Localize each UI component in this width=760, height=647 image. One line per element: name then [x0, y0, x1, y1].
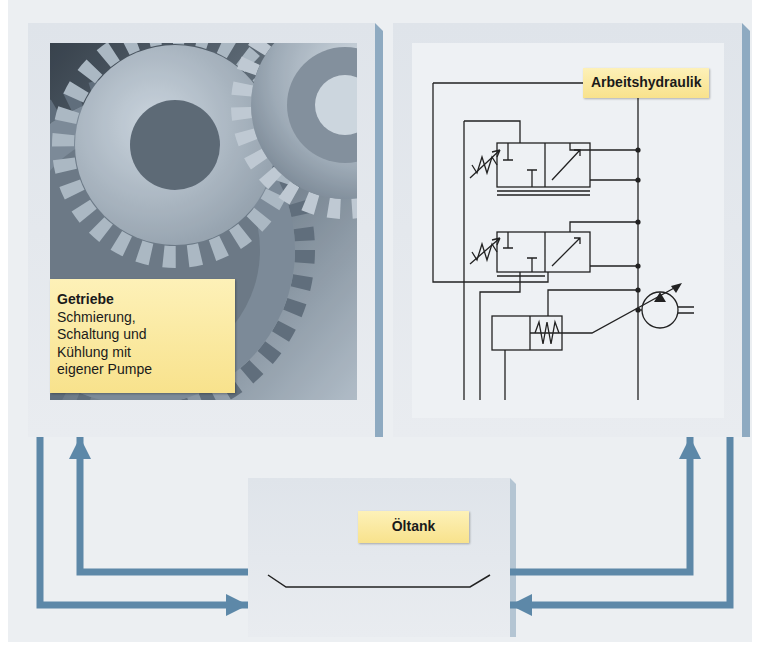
- panel: [28, 23, 375, 437]
- adjust-arrow: [470, 150, 500, 178]
- panel-edge: [742, 23, 750, 437]
- gear-photo: [50, 43, 357, 400]
- junction-dot: [635, 287, 640, 292]
- junction-dot: [635, 219, 640, 224]
- panel: [393, 23, 742, 437]
- component-title: Öltank: [392, 518, 436, 536]
- valve-line: [570, 143, 638, 180]
- component-title: Getriebe: [57, 291, 225, 309]
- pressure-line: [637, 98, 638, 400]
- pump-shaft: [678, 307, 694, 313]
- component-panel: Arbeitshydraulik: [393, 23, 742, 437]
- control-rod: [530, 287, 676, 333]
- label-tag: Öltank: [358, 511, 469, 543]
- tank-symbol: [268, 575, 490, 587]
- oil-flow-arrow: [510, 437, 690, 572]
- junction-dot: [635, 263, 640, 268]
- schematic-ground: [412, 43, 724, 418]
- cylinder-line: [505, 290, 638, 400]
- label-tag: GetriebeSchmierung, Schaltung und Kühlun…: [50, 279, 235, 393]
- junction-dot: [635, 147, 640, 152]
- valve-line: [480, 222, 638, 400]
- photo-tint: [50, 43, 357, 400]
- adjust-arrowhead: [671, 283, 682, 293]
- junction-dots: [635, 147, 640, 312]
- valve-symbol: [497, 143, 590, 187]
- valve-symbol: [497, 232, 590, 272]
- adjust-arrow: [470, 238, 500, 264]
- pilot-line: [433, 83, 583, 282]
- hydraulic-schematic: [433, 83, 694, 400]
- pump-symbol: [642, 292, 678, 328]
- page-ground: [8, 0, 752, 642]
- valve-detail: [503, 232, 580, 272]
- component-panel: GetriebeSchmierung, Schaltung und Kühlun…: [28, 23, 375, 437]
- valve-detent: [497, 191, 590, 195]
- tank-line: [464, 121, 520, 400]
- tank-box: [248, 478, 510, 637]
- component-description: Schmierung, Schaltung und Kühlung mit ei…: [57, 309, 179, 379]
- valve-detent: [497, 275, 545, 276]
- photo-ground: [50, 43, 357, 400]
- oil-flow-arrow: [510, 437, 730, 605]
- tank-edge: [510, 478, 516, 637]
- component-title: Arbeitshydraulik: [591, 74, 701, 92]
- pump-triangle: [654, 292, 666, 302]
- valve-detail: [503, 143, 580, 187]
- oil-flow-arrow: [80, 437, 248, 572]
- junction-dot: [635, 307, 640, 312]
- label-tag: Arbeitshydraulik: [583, 68, 709, 98]
- oil-flow-arrow: [40, 437, 248, 605]
- component-panel: Öltank: [248, 478, 510, 637]
- panel-edge: [375, 23, 383, 437]
- junction-dot: [635, 177, 640, 182]
